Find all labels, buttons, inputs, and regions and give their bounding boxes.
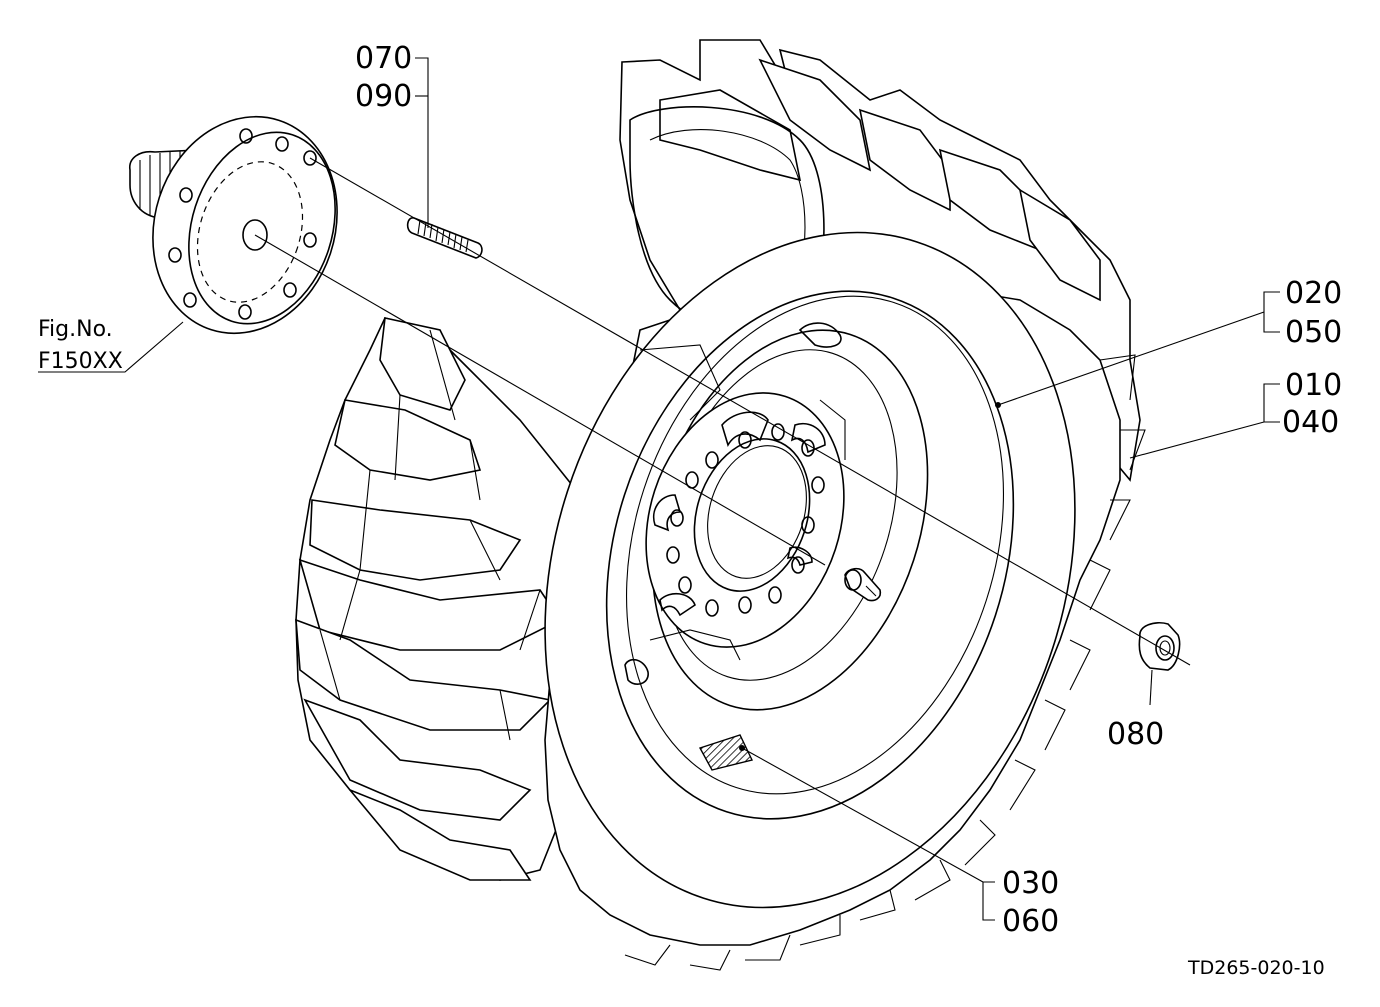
wheel-center-disc — [639, 344, 846, 661]
stud-bolt — [406, 217, 483, 259]
rim-decal — [698, 734, 754, 771]
callout-080: 080 — [1107, 717, 1164, 752]
callout-040: 040 — [1282, 405, 1339, 440]
axle-flange — [129, 115, 338, 335]
callout-060: 060 — [1002, 904, 1059, 939]
callout-030: 030 — [1002, 866, 1059, 901]
bolt-holes — [666, 423, 825, 617]
wheel-nut — [1138, 621, 1181, 671]
callout-070: 070 — [355, 41, 412, 76]
figure-ref-number: F150XX — [38, 349, 123, 374]
callout-090: 090 — [355, 79, 412, 114]
leader-lines — [38, 57, 1280, 921]
valve-stem — [844, 567, 882, 602]
drawing-code: TD265-020-10 — [1187, 957, 1325, 979]
callout-050: 050 — [1285, 315, 1342, 350]
callout-020: 020 — [1285, 276, 1342, 311]
figure-ref-label: Fig.No. — [38, 317, 113, 342]
callout-labels: 070 090 020 050 010 040 080 030 060 Fig.… — [38, 41, 1342, 979]
callout-010: 010 — [1285, 368, 1342, 403]
